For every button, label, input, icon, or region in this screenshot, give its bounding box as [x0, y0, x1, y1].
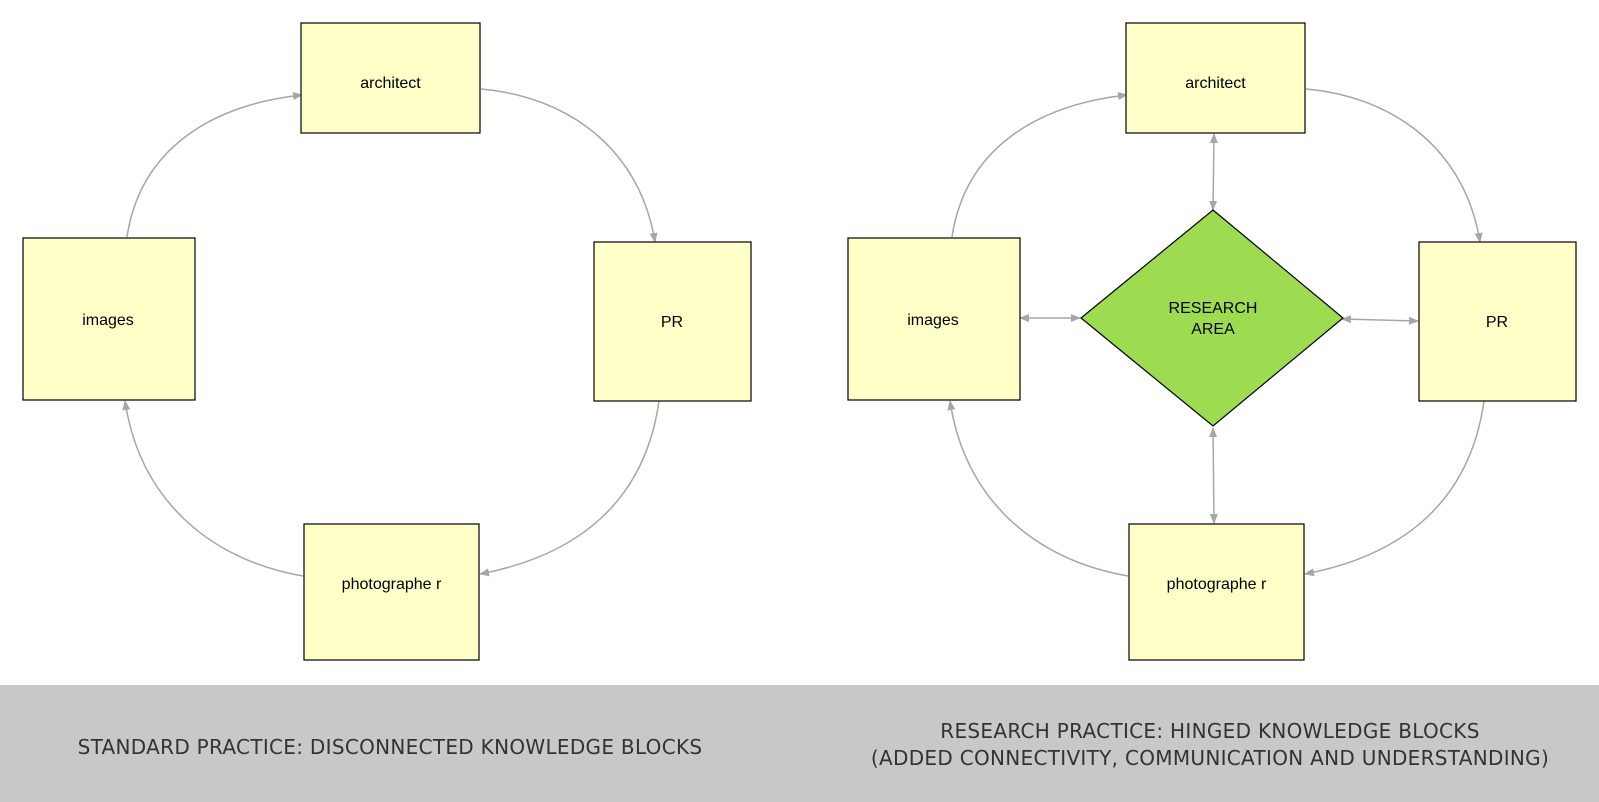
left-arrow-photographer-to-images — [122, 400, 304, 577]
right-arrow-photographer-to-images — [947, 400, 1129, 577]
right-node-images: images — [847, 237, 1021, 401]
left-diagram: architect images PR photographe r — [22, 22, 752, 661]
right-arrow-architect-to-pr — [1305, 88, 1483, 243]
left-node-pr: PR — [593, 241, 752, 402]
right-arrow-pr-to-photographer — [1304, 400, 1485, 577]
right-node-pr-label: PR — [1486, 314, 1508, 331]
left-node-images-label: images — [82, 312, 134, 329]
left-node-images: images — [22, 237, 196, 401]
knowledge-blocks-diagram: architect images PR photographe r archit… — [22, 22, 1577, 661]
left-node-photographer-label: photographe r — [342, 576, 442, 593]
right-caption: RESEARCH PRACTICE: HINGED KNOWLEDGE BLOC… — [820, 718, 1599, 772]
left-node-architect-label: architect — [360, 75, 421, 92]
right-node-photographer-label: photographe r — [1167, 576, 1267, 593]
right-node-architect-label: architect — [1185, 75, 1246, 92]
left-caption: STANDARD PRACTICE: DISCONNECTED KNOWLEDG… — [40, 734, 740, 761]
right-caption-line1: RESEARCH PRACTICE: HINGED KNOWLEDGE BLOC… — [940, 719, 1480, 743]
left-node-photographer: photographe r — [303, 523, 480, 661]
right-caption-line2: (ADDED CONNECTIVITY, COMMUNICATION AND U… — [870, 746, 1550, 770]
left-arrow-pr-to-photographer — [479, 400, 660, 577]
right-hinge-research-photographer — [1209, 427, 1218, 524]
left-caption-text: STANDARD PRACTICE: DISCONNECTED KNOWLEDG… — [77, 735, 703, 759]
research-area-label-line2: AREA — [1191, 321, 1235, 338]
caption-band — [0, 685, 1599, 802]
left-node-pr-label: PR — [661, 314, 683, 331]
research-area-label-line1: RESEARCH — [1169, 300, 1258, 317]
right-arrow-images-to-architect — [951, 91, 1128, 238]
right-node-pr: PR — [1418, 241, 1577, 402]
right-node-photographer: photographe r — [1128, 523, 1305, 661]
right-node-architect: architect — [1125, 22, 1306, 134]
right-hinge-research-pr — [1341, 315, 1419, 325]
left-arrow-architect-to-pr — [480, 88, 658, 243]
left-arrow-images-to-architect — [126, 91, 303, 238]
right-diagram: architect images PR photographe r RESEAR… — [847, 22, 1577, 661]
right-hinge-architect-research — [1209, 133, 1218, 211]
left-node-architect: architect — [300, 22, 481, 134]
research-area-diamond: RESEARCH AREA — [1080, 209, 1344, 427]
right-node-images-label: images — [907, 312, 959, 329]
